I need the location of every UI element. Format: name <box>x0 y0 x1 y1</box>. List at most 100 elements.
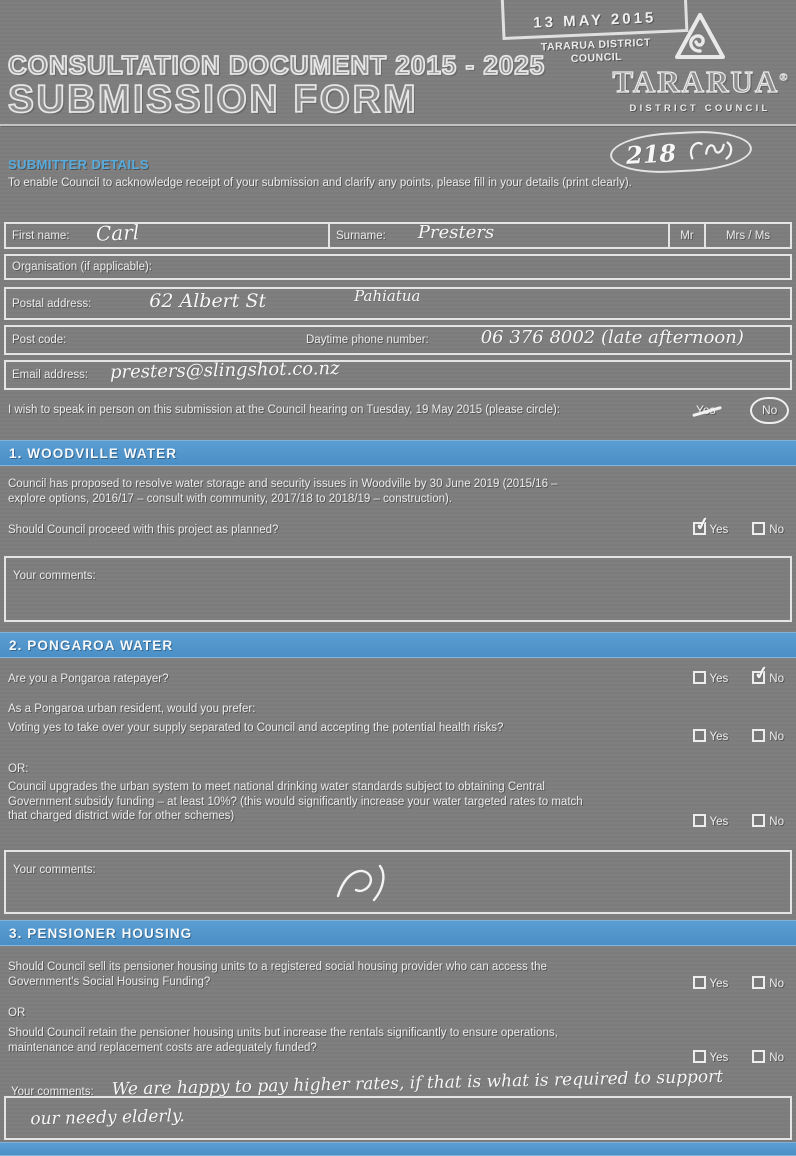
postcode-label: Post code: <box>12 334 67 346</box>
submission-number-oval: 218 <box>609 128 754 176</box>
pen-scribble <box>336 864 385 902</box>
postal-address-value[interactable]: 62 Albert St <box>149 289 267 312</box>
section1-question-row: Should Council proceed with this project… <box>8 513 790 541</box>
section2-q1-yes-checkbox[interactable] <box>692 671 706 684</box>
email-row: Email address: presters@slingshot.co.nz <box>4 357 792 390</box>
postal-town-value[interactable]: Pahiatua <box>354 286 421 305</box>
submitter-details-intro: To enable Council to acknowledge receipt… <box>8 177 632 189</box>
section3-q2-row: Should Council retain the pensioner hous… <box>8 1026 790 1064</box>
title-option-mr[interactable]: Mr <box>680 229 694 242</box>
phone-value[interactable]: 06 376 8002 (late afternoon) <box>480 326 744 348</box>
form-title: SUBMISSION FORM <box>7 77 419 122</box>
surname-cell: Surname: Presters <box>330 222 670 247</box>
title-mr-cell: Mr <box>670 224 706 247</box>
first-name-cell: First name: Carl <box>6 220 330 247</box>
postal-address-label: Postal address: <box>12 297 92 310</box>
section4-banner <box>0 1142 796 1156</box>
header-divider <box>0 124 796 126</box>
yes-label: Yes <box>709 816 729 828</box>
section1-question: Should Council proceed with this project… <box>8 524 279 536</box>
section2-q1-row: Are you a Pongaroa ratepayer? Yes✓No <box>8 662 790 690</box>
section2-q2: Voting yes to take over your supply sepa… <box>8 722 504 734</box>
section1-comments-box[interactable]: Your comments: <box>4 556 792 622</box>
section3-comments-box[interactable] <box>4 1096 792 1140</box>
yes-label: Yes <box>709 1052 729 1064</box>
yes-label: Yes <box>709 673 729 685</box>
section3-or-label: OR <box>8 1007 26 1019</box>
section1-yes-checkbox[interactable]: ✓ <box>692 513 711 536</box>
hearing-yes-option[interactable]: Yes <box>696 403 716 417</box>
section1-yes-no-group: ✓Yes No <box>692 513 784 538</box>
submission-number: 218 <box>625 137 677 170</box>
postcode-cell: Post code: <box>6 327 300 353</box>
no-label: No <box>769 978 784 990</box>
section2-q3-yes-no-group: Yes No <box>692 812 784 830</box>
section2-comments-label: Your comments: <box>13 864 96 876</box>
section1-yes-tick: ✓ <box>692 512 712 537</box>
phone-cell: Daytime phone number: 06 376 8002 (late … <box>300 327 790 353</box>
first-name-value[interactable]: Carl <box>95 219 140 246</box>
section1-banner: 1. WOODVILLE WATER <box>0 440 796 466</box>
postcode-phone-row: Post code: Daytime phone number: 06 376 … <box>4 325 792 355</box>
surname-value[interactable]: Presters <box>417 222 495 243</box>
postal-address-row: Postal address: 62 Albert St Pahiatua <box>4 287 792 320</box>
section3-q1: Should Council sell its pensioner housin… <box>8 961 547 988</box>
no-label: No <box>769 816 784 828</box>
surname-label: Surname: <box>336 229 386 242</box>
section2-q2-row: Voting yes to take over your supply sepa… <box>8 721 790 743</box>
section3-q1-yes-checkbox[interactable] <box>692 976 706 989</box>
logo-subtitle: DISTRICT COUNCIL <box>629 103 771 114</box>
section3-q2-yes-no-group: Yes No <box>692 1048 784 1066</box>
logo-wordmark: TARARUA® <box>606 63 794 100</box>
yes-label: Yes <box>709 731 729 743</box>
hearing-line: I wish to speak in person on this submis… <box>8 397 792 424</box>
first-name-label: First name: <box>12 229 70 242</box>
section3-q2-yes-checkbox[interactable] <box>692 1050 706 1063</box>
section1-no-checkbox[interactable] <box>752 522 766 535</box>
section1-body: Council has proposed to resolve water st… <box>8 478 558 505</box>
logo-name-text: TARARUA <box>612 63 780 99</box>
section3-q1-row: Should Council sell its pensioner housin… <box>8 960 790 992</box>
submitter-details-heading: SUBMITTER DETAILS <box>8 157 149 172</box>
koru-icon <box>675 13 725 59</box>
section3-q1-no-checkbox[interactable] <box>752 976 766 989</box>
section2-q3-no-checkbox[interactable] <box>752 814 766 827</box>
email-cell: Email address: presters@slingshot.co.nz <box>6 357 790 388</box>
section2-banner: 2. PONGAROA WATER <box>0 632 796 658</box>
submitter-details-table: First name: Carl Surname: Presters Mr Mr… <box>4 220 792 390</box>
no-label: No <box>769 524 784 536</box>
title-mrs-ms-cell: Mrs / Ms <box>706 224 790 247</box>
section2-q2-no-checkbox[interactable] <box>752 729 766 742</box>
section3-comments-label: Your comments: <box>11 1086 94 1098</box>
name-row: First name: Carl Surname: Presters Mr Mr… <box>4 220 792 249</box>
section3-q2: Should Council retain the pensioner hous… <box>8 1027 558 1054</box>
postal-address-cell: Postal address: 62 Albert St Pahiatua <box>6 286 790 318</box>
section2-comments-box[interactable]: Your comments: <box>4 850 792 914</box>
email-value[interactable]: presters@slingshot.co.nz <box>109 357 340 383</box>
section2-intro-row: As a Pongaroa urban resident, would you … <box>8 702 790 720</box>
organisation-cell: Organisation (if applicable): <box>6 256 790 278</box>
initials-scribble <box>690 141 733 160</box>
section3-banner: 3. PENSIONER HOUSING <box>0 920 796 946</box>
section2-q1: Are you a Pongaroa ratepayer? <box>8 673 169 685</box>
yes-label: Yes <box>709 524 729 536</box>
section2-q1-no-checkbox[interactable]: ✓ <box>752 662 771 685</box>
section2-q3-yes-checkbox[interactable] <box>692 814 706 827</box>
phone-label: Daytime phone number: <box>306 334 429 346</box>
section2-q3: Council upgrades the urban system to mee… <box>8 781 583 822</box>
section2-q3-row: Council upgrades the urban system to mee… <box>8 780 790 828</box>
title-option-mrs-ms[interactable]: Mrs / Ms <box>725 229 771 242</box>
hearing-no-option-circled[interactable]: No <box>750 397 790 424</box>
section3-q2-no-checkbox[interactable] <box>752 1050 766 1063</box>
section2-or-label: OR: <box>8 763 29 775</box>
registered-trademark-icon: ® <box>779 71 788 84</box>
section2-q1-no-tick: ✓ <box>752 661 772 686</box>
document-title: CONSULTATION DOCUMENT 2015 - 2025 <box>7 49 546 81</box>
hearing-text: I wish to speak in person on this submis… <box>8 404 561 416</box>
section1-comments-label: Your comments: <box>13 570 96 582</box>
section3-or-row: OR <box>8 1006 790 1024</box>
no-label: No <box>769 1052 784 1064</box>
section2-q2-yes-checkbox[interactable] <box>692 729 706 742</box>
